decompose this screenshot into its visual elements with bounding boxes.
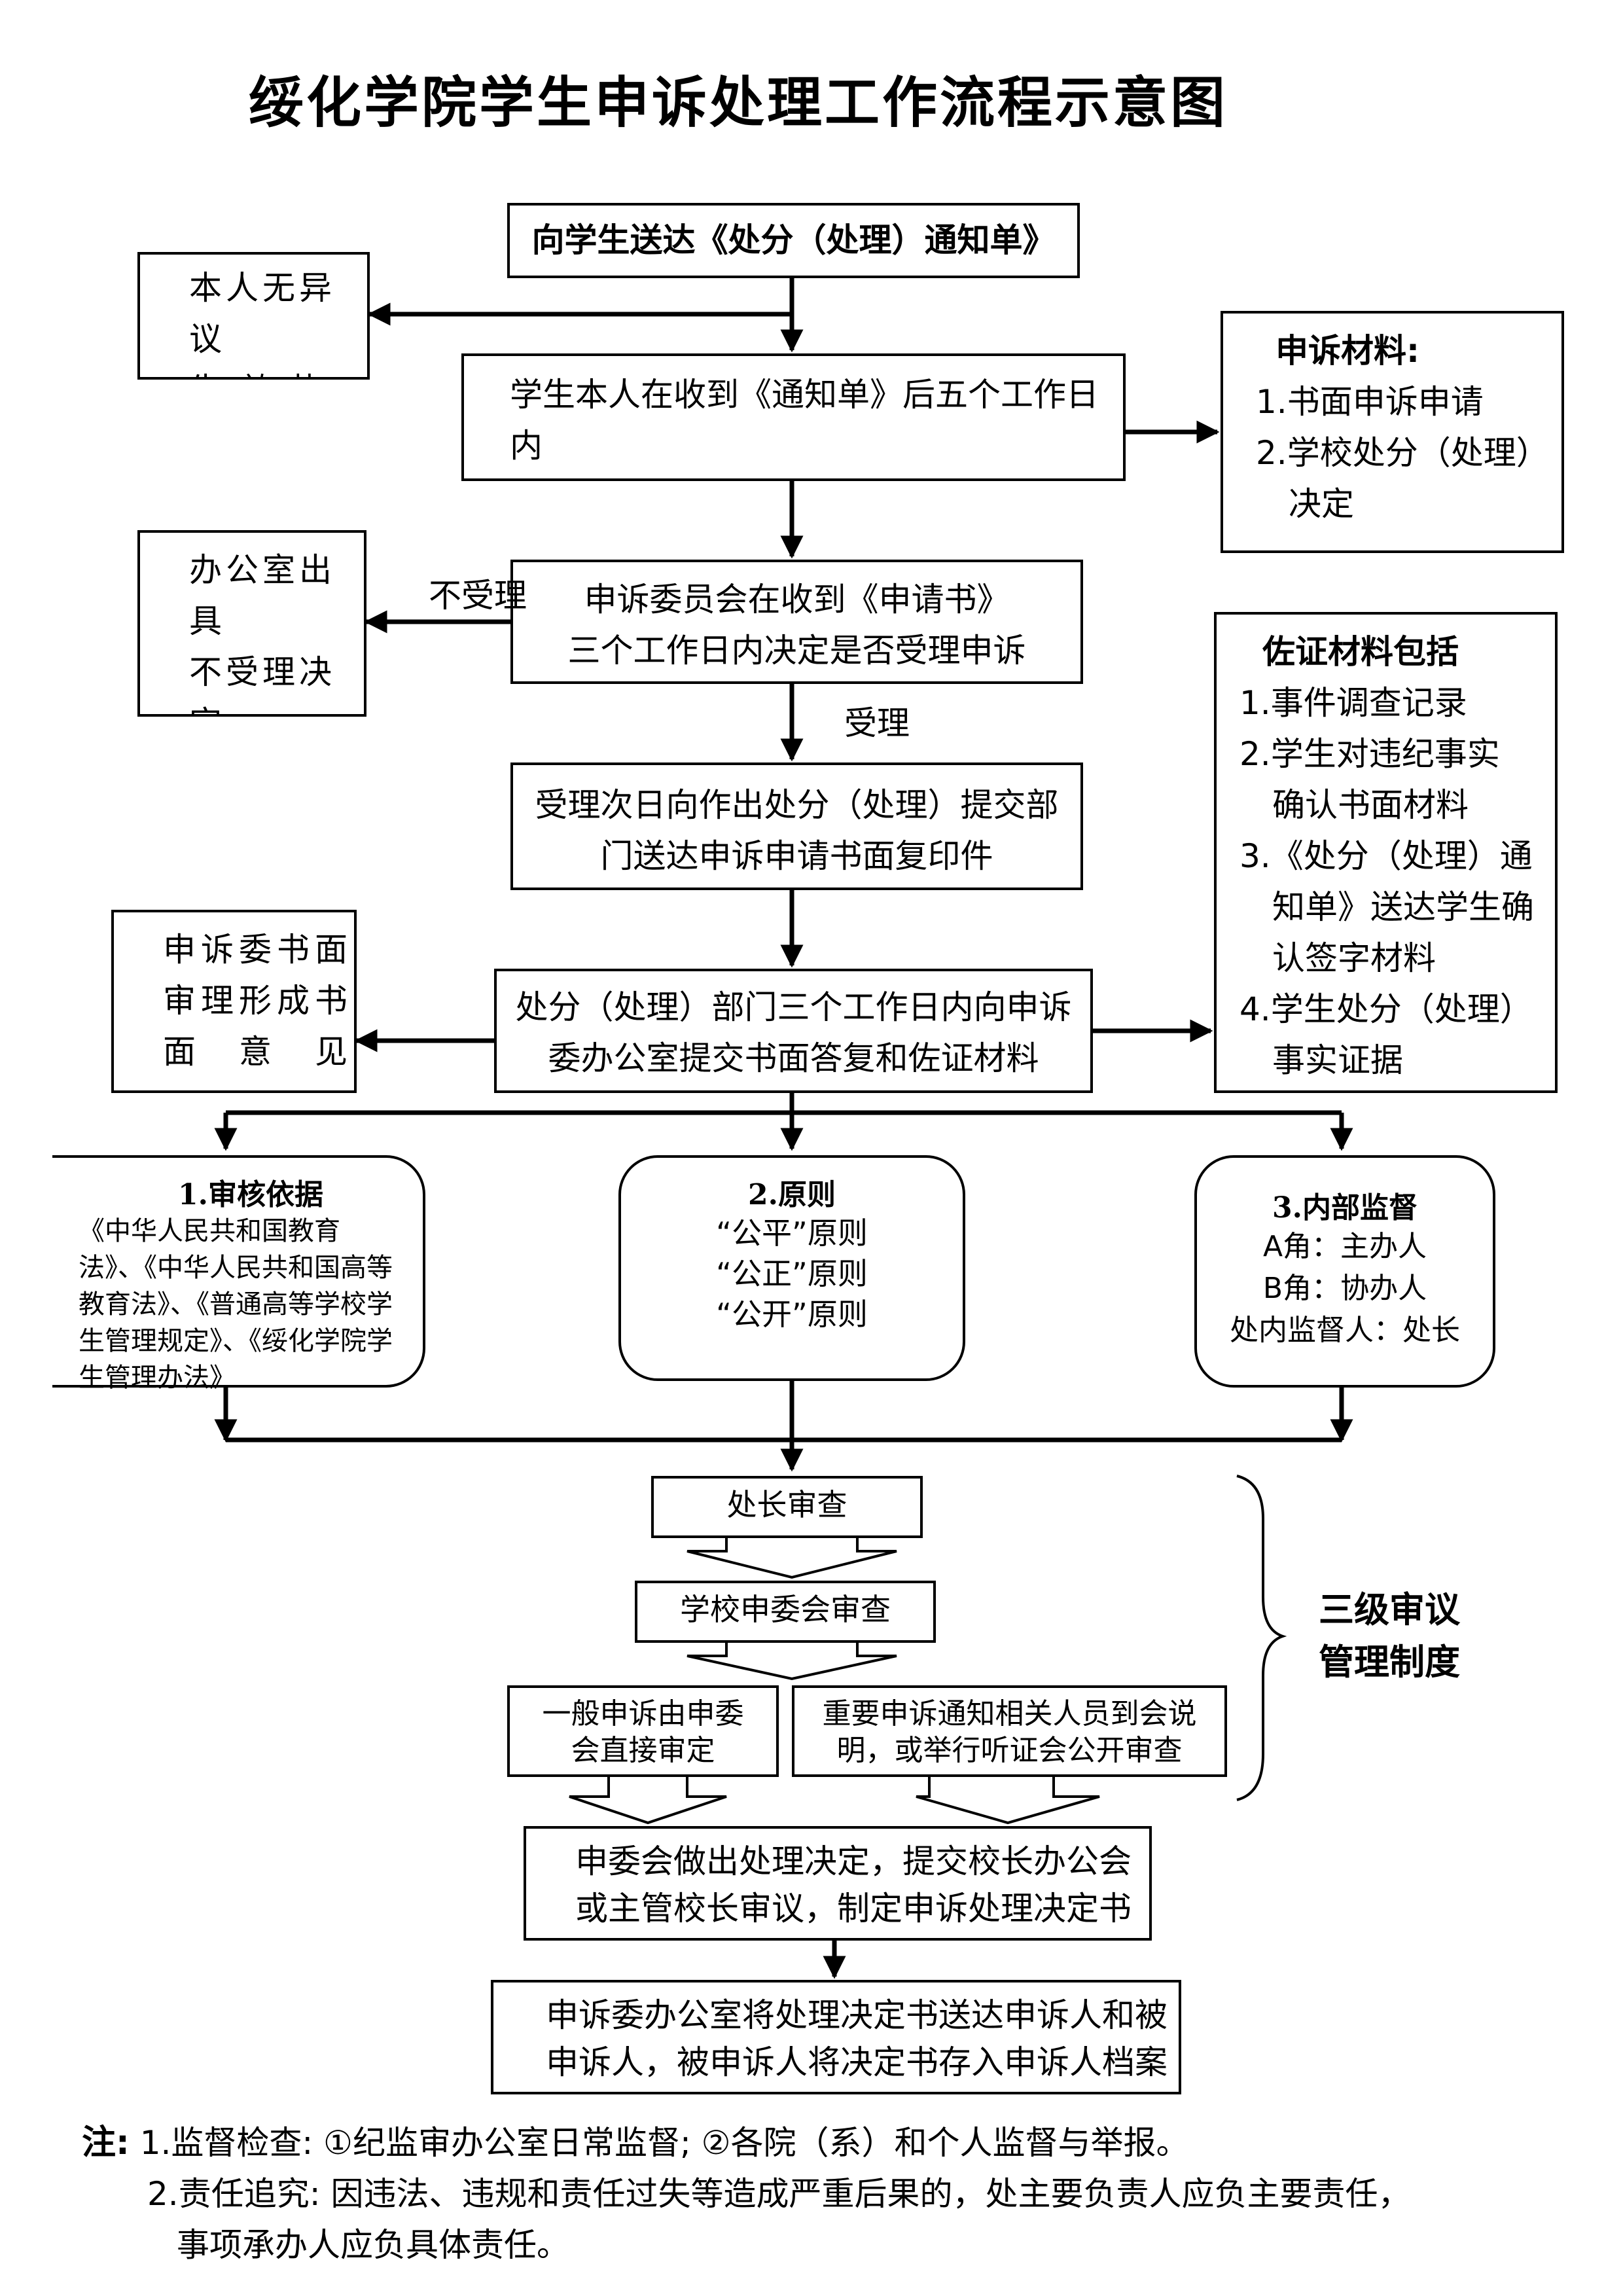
box-general-appeal: 一般申诉由申委 会直接审定 [507, 1685, 779, 1777]
page-title: 绥化学院学生申诉处理工作流程示意图 [249, 70, 1228, 135]
box-committee-review: 学校申委会审查 [635, 1581, 936, 1643]
box-evidence-materials: 佐证材料包括 1.事件调查记录 2.学生对违纪事实 确认书面材料 3.《处分（处… [1214, 612, 1558, 1093]
principle-title: 2.原则 [748, 1178, 836, 1211]
step-submit-response: 处分（处理）部门三个工作日内向申诉 委办公室提交书面答复和佐证材料 [494, 969, 1093, 1093]
principle-text: “公平”原则 “公正”原则 “公开”原则 [716, 1215, 868, 1332]
basis-text: 《中华人民共和国教育 法》、《中华人民共和国高等 教育法》、《普通高等学校学 生… [79, 1216, 393, 1393]
supervision-text: A角：主办人 B角：协办人 处内监督人：处长 [1230, 1230, 1460, 1347]
step-send-notice: 向学生送达《处分（处理）通知单》 [507, 203, 1080, 278]
panel-principles: 2.原则 “公平”原则 “公正”原则 “公开”原则 [618, 1155, 965, 1381]
box-deliver-decision: 申诉委办公室将处理决定书送达申诉人和被 申诉人，被申诉人将决定书存入申诉人档案 [491, 1980, 1181, 2094]
note-line-2: 2.责任追究: 因违法、违规和责任过失等造成严重后果的，处主要负责人应负主要责任… [147, 2175, 1411, 2213]
box-important-appeal: 重要申诉通知相关人员到会说 明，或举行听证会公开审查 [792, 1685, 1227, 1777]
block-arrow-4 [916, 1772, 1100, 1825]
curly-brace [1236, 1475, 1287, 1801]
label-not-accept: 不受理 [429, 577, 527, 615]
block-arrow-1 [687, 1534, 897, 1579]
materials-title: 申诉材料: [1275, 332, 1419, 370]
note-line-3: 事项承办人应负具体责任。 [177, 2226, 569, 2264]
box-appeal-materials: 申诉材料: 1.书面申诉申请 2.学校处分（处理） 决定 [1221, 311, 1564, 553]
panel-review-basis: 1.审核依据 《中华人民共和国教育 法》、《中华人民共和国高等 教育法》、《普通… [52, 1155, 425, 1393]
notes-head: 注: [82, 2123, 130, 2162]
label-three-level: 三级审议 管理制度 [1319, 1589, 1460, 1683]
box-decision: 申委会做出处理决定，提交校长办公会 或主管校长审议，制定申诉处理决定书 [524, 1826, 1152, 1941]
supervision-title: 3.内部监督 [1272, 1191, 1418, 1225]
box-written-opinion: 申诉委书面 审理形成书 面 意 见 [111, 910, 357, 1093]
note-line-1: 1.监督检查: ①纪监审办公室日常监督; ②各院（系）和个人监督与举报。 [139, 2124, 1189, 2162]
box-director-review: 处长审查 [651, 1476, 923, 1538]
block-arrow-2 [687, 1638, 897, 1681]
box-not-accepted: 办公室出具 不受理决定 送 达 本 人 [137, 530, 366, 717]
materials-items: 1.书面申诉申请 2.学校处分（处理） 决定 [1256, 383, 1549, 523]
label-accept: 受理 [844, 704, 910, 742]
box-no-objection: 本人无异议 生 效 执 行 [137, 252, 370, 380]
step-forward-copy: 受理次日向作出处分（处理）提交部 门送达申诉申请书面复印件 [510, 762, 1083, 890]
notes: 注: 1.监督检查: ①纪监审办公室日常监督; ②各院（系）和个人监督与举报。 … [82, 2117, 1410, 2270]
evidence-title: 佐证材料包括 [1262, 633, 1459, 671]
basis-title: 1.审核依据 [178, 1178, 323, 1211]
block-arrow-3 [569, 1772, 727, 1825]
step-submit-appeal: 学生本人在收到《通知单》后五个工作日内 向申诉委员会办公室提出申诉书面申请 [461, 353, 1126, 481]
panel-internal-supervision: 3.内部监督 A角：主办人 B角：协办人 处内监督人：处长 [1194, 1155, 1495, 1388]
step-decide-accept: 申诉委员会在收到《申请书》 三个工作日内决定是否受理申诉 [510, 560, 1083, 684]
evidence-items: 1.事件调查记录 2.学生对违纪事实 确认书面材料 3.《处分（处理）通 知单》… [1240, 684, 1534, 1079]
